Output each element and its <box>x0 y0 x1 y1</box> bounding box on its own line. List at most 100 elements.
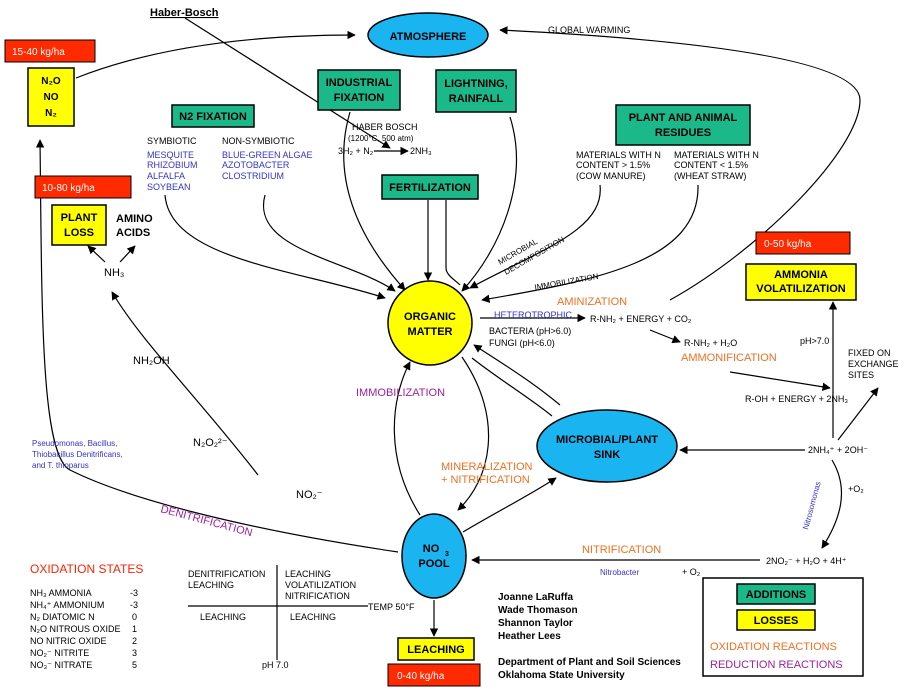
pseudomonas-label: Pseudomonas, Bacillus, <box>32 439 117 448</box>
leaching-rate: 0-40 kg/ha <box>387 663 481 687</box>
svg-text:N₂: N₂ <box>45 108 57 119</box>
oxidation-row-value: 1 <box>132 624 137 634</box>
ammonia-rate: 0-50 kg/ha <box>755 231 851 255</box>
pseudomonas-label-2: Thiobacillus Denitrificans, <box>32 450 123 459</box>
oxidation-row-name: NH₃ AMMONIA <box>30 588 92 598</box>
svg-text:PLANT AND ANIMAL: PLANT AND ANIMAL <box>629 112 738 124</box>
connectors <box>35 17 879 660</box>
oxidation-row-value: 2 <box>132 636 137 646</box>
oxidation-row-name: NO₃⁻ NITRATE <box>30 660 92 670</box>
n2o2-label: N₂O₂²⁻ <box>193 437 228 449</box>
svg-text:15-40 kg/ha: 15-40 kg/ha <box>12 47 65 58</box>
atmosphere-node: ATMOSPHERE <box>367 12 489 58</box>
svg-text:FERTILIZATION: FERTILIZATION <box>389 182 471 194</box>
reduction-reactions-label: REDUCTION REACTIONS <box>710 659 843 671</box>
oxidation-row-name: N₂ DIATOMIC N <box>30 612 95 622</box>
oxidation-title: OXIDATION STATES <box>30 562 143 576</box>
svg-text:Heather Lees: Heather Lees <box>498 631 561 642</box>
haber-reaction-left: 3H₂ + N₂ <box>338 146 374 156</box>
residues-box: PLANT AND ANIMAL RESIDUES <box>615 104 751 146</box>
roh-label: R-OH + ENERGY + 2NH₃ <box>745 394 848 404</box>
additions-swatch <box>736 583 816 605</box>
symbiotic-item: SOYBEAN <box>147 182 191 192</box>
svg-text:SINK: SINK <box>594 449 620 461</box>
o2-right-label: +O₂ <box>848 484 864 494</box>
svg-text:Department of Plant and Soil S: Department of Plant and Soil Sciences <box>498 657 681 668</box>
symbiotic-item: RHIZOBIUM <box>147 160 198 170</box>
authors: Joanne LaRuffa Wade Thomason Shannon Tay… <box>498 592 681 681</box>
svg-text:Shannon Taylor: Shannon Taylor <box>498 618 573 629</box>
nitrification-label: NITRIFICATION <box>582 544 661 556</box>
svg-text:NO: NO <box>423 543 440 555</box>
ph-axis-label: pH 7.0 <box>262 660 289 670</box>
svg-text:LIGHTNING,: LIGHTNING, <box>444 78 508 90</box>
rnh2-h2o: R-NH₂ + H₂O <box>684 338 737 348</box>
materials-low: (WHEAT STRAW) <box>674 171 746 181</box>
svg-text:AMMONIA: AMMONIA <box>774 269 828 281</box>
quad-tr: LEACHING <box>285 569 331 579</box>
leaching-box: LEACHING <box>397 637 475 661</box>
plant-loss-rate: 10-80 kg/ha <box>34 175 132 199</box>
quad-tl: DENITRIFICATION <box>188 569 265 579</box>
non-symbiotic-item: CLOSTRIDIUM <box>222 171 284 181</box>
heterotrophic-label: HETEROTROPHIC <box>494 310 573 320</box>
amino-acids-label: AMINO <box>116 213 153 225</box>
non-symbiotic-heading: NON-SYMBIOTIC <box>222 136 295 146</box>
o2-bottom-label: + O₂ <box>682 567 701 577</box>
fixed-label-2: EXCHANGE <box>848 359 899 369</box>
svg-text:Wade Thomason: Wade Thomason <box>498 605 578 616</box>
additions-label: ADDITIONS <box>746 589 807 601</box>
svg-text:FIXATION: FIXATION <box>334 92 385 104</box>
no2-label: NO₂⁻ <box>296 489 323 501</box>
svg-text:VOLATILIZATION: VOLATILIZATION <box>756 283 845 295</box>
oxidation-row-name: NH₄⁺ AMMONIUM <box>30 600 104 610</box>
haber-bosch-title: Haber-Bosch <box>150 7 219 19</box>
ammonification-label: AMMONIFICATION <box>681 352 777 364</box>
rnh2-energy: R-NH₂ + ENERGY + CO₂ <box>590 314 692 324</box>
fixed-label-3: SITES <box>848 370 874 380</box>
legend: ADDITIONS LOSSES OXIDATION REACTIONS RED… <box>702 577 864 677</box>
no2-h2o-label: 2NO₂⁻ + H₂O + 4H⁺ <box>766 556 847 566</box>
svg-text:INDUSTRIAL: INDUSTRIAL <box>326 77 393 89</box>
materials-high: MATERIALS WITH N <box>576 150 661 160</box>
quad-tr-2: VOLATILIZATION <box>285 580 356 590</box>
materials-low: MATERIALS WITH N <box>674 150 759 160</box>
haber-process-conditions: (1200°C, 500 atm) <box>348 134 414 143</box>
nh4-label: 2NH₄⁺ + 2OH⁻ <box>808 445 868 455</box>
losses-label: LOSSES <box>754 615 799 627</box>
svg-text:ORGANIC: ORGANIC <box>404 311 456 323</box>
oxidation-row-value: 0 <box>132 612 137 622</box>
svg-text:ATMOSPHERE: ATMOSPHERE <box>390 31 467 43</box>
svg-text:3: 3 <box>445 551 449 558</box>
svg-text:0-40 kg/ha: 0-40 kg/ha <box>397 671 445 682</box>
svg-text:LOSS: LOSS <box>64 227 94 239</box>
plant-loss-box: PLANT LOSS <box>51 204 107 246</box>
losses-swatch <box>736 609 816 631</box>
svg-text:Oklahoma State University: Oklahoma State University <box>498 670 625 681</box>
microbial-sink-node: MICROBIAL/PLANT SINK <box>536 409 678 483</box>
non-symbiotic-item: BLUE-GREEN ALGAE <box>222 150 313 160</box>
fixed-label: FIXED ON <box>848 348 891 358</box>
oxidation-row-value: 3 <box>132 648 137 658</box>
materials-high: (COW MANURE) <box>576 171 646 181</box>
quad-br: LEACHING <box>290 612 336 622</box>
oxidation-row-value: -3 <box>130 600 138 610</box>
oxidation-row-name: NO₂⁻ NITRITE <box>30 648 89 658</box>
svg-text:N2 FIXATION: N2 FIXATION <box>179 111 247 123</box>
oxidation-row-name: NO NITRIC OXIDE <box>30 636 107 646</box>
svg-text:MICROBIAL/PLANT: MICROBIAL/PLANT <box>556 434 658 446</box>
haber-process-label: HABER BOSCH <box>352 122 418 132</box>
svg-text:PLANT: PLANT <box>61 212 98 224</box>
symbiotic-item: ALFALFA <box>147 171 185 181</box>
fungi-label: FUNGI (pH<6.0) <box>489 338 555 348</box>
aminization-label: AMINIZATION <box>557 296 627 308</box>
nh3-label: NH₃ <box>104 267 124 279</box>
quad-tr-3: NITRIFICATION <box>285 591 350 601</box>
svg-text:POOL: POOL <box>418 558 449 570</box>
oxidation-row-value: -3 <box>130 588 138 598</box>
materials-low: CONTENT < 1.5% <box>674 160 748 170</box>
svg-text:10-80 kg/ha: 10-80 kg/ha <box>42 183 95 194</box>
nitrosomonas-label: Nitrosomonas <box>801 481 822 531</box>
svg-text:RESIDUES: RESIDUES <box>655 127 711 139</box>
global-warming-label: GLOBAL WARMING <box>548 25 630 35</box>
